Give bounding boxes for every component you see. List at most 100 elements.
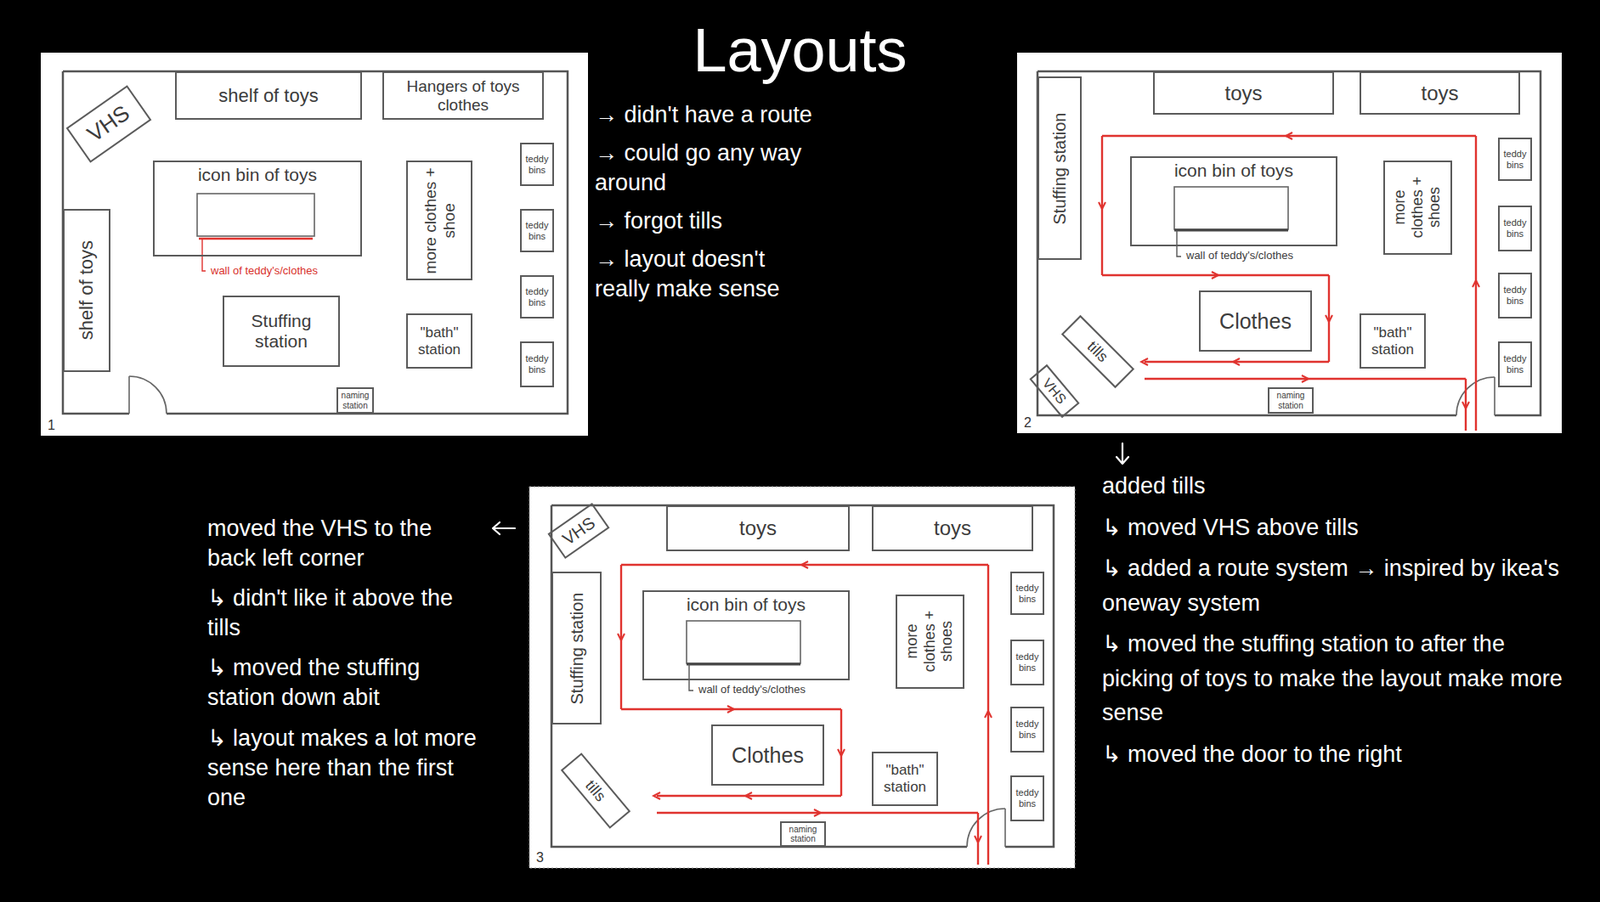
- teddy-bin: teddy bins: [520, 275, 555, 319]
- area-label: Clothes: [731, 743, 804, 769]
- area-label: naming station: [339, 390, 373, 411]
- icon-bin: icon bin of toys: [1130, 156, 1338, 247]
- page-title: Layouts: [692, 15, 907, 86]
- label-anchor: wall of teddy's/clothes: [1184, 249, 1295, 263]
- area-label: shelf of toys: [75, 212, 97, 369]
- area-label: teddy bins: [522, 353, 553, 375]
- clothes-hangers: Hangers of toys clothes: [382, 71, 544, 120]
- vhs-stand: VHS: [547, 503, 610, 560]
- route-line: [987, 565, 990, 866]
- selection-frame: [529, 486, 1075, 869]
- route-line: [621, 564, 989, 566]
- clothes-rack: more clothes + shoe: [406, 160, 473, 281]
- teddy-bin: teddy bins: [520, 209, 555, 253]
- area-label: tills: [1083, 337, 1112, 366]
- label-anchor: wall of teddy's/clothes: [696, 684, 808, 697]
- area-label: VHS: [1039, 375, 1070, 408]
- teddy-bin: teddy bins: [520, 142, 555, 187]
- area-label: teddy bins: [1500, 217, 1531, 239]
- handwritten-note: moved the VHS to the back left corner: [207, 514, 481, 574]
- area-label: shelf of toys: [218, 84, 318, 107]
- handwritten-note: ↳ added a route system → inspired by ike…: [1102, 551, 1578, 621]
- area-label: tills: [582, 776, 611, 805]
- teddy-bin: teddy bins: [1498, 137, 1533, 181]
- area-label: Stuffing station: [1050, 79, 1070, 257]
- route-line: [621, 708, 842, 711]
- area-label: more clothes + shoes: [903, 598, 956, 686]
- route-line: [1102, 274, 1329, 277]
- route-line: [1102, 135, 1476, 137]
- teddy-bin: teddy bins: [1010, 571, 1045, 616]
- route-line: [656, 795, 842, 798]
- tills: tills: [1061, 315, 1135, 389]
- area-label: teddy bins: [1012, 787, 1043, 809]
- handwritten-note: → didn't have a route: [594, 100, 818, 131]
- handwritten-note: ↳ didn't like it above the tills: [207, 583, 481, 644]
- toy-shelf: toys: [666, 505, 850, 552]
- bath-station: "bath" station: [871, 751, 939, 807]
- toy-shelf: toys: [1359, 71, 1521, 115]
- handwritten-note: → forgot tills: [594, 206, 818, 237]
- stuffing-station: Stuffing station: [1037, 76, 1082, 261]
- area-label: more clothes + shoes: [1390, 163, 1444, 252]
- door-leaf: [1004, 808, 1007, 848]
- area-label: toys: [739, 516, 777, 541]
- area-label: icon bin of toys: [197, 164, 317, 186]
- toy-shelf: shelf of toys: [175, 71, 362, 120]
- icon-bin: icon bin of toys: [642, 590, 850, 681]
- teddy-wall-line: [198, 237, 313, 241]
- toy-shelf: toys: [871, 505, 1034, 552]
- teddy-wall-line: [686, 663, 801, 667]
- panel-number: 1: [47, 418, 56, 434]
- handwritten-note: ↳ layout makes a lot more sense here tha…: [207, 723, 481, 814]
- route-line: [1144, 361, 1329, 363]
- area-label: "bath" station: [1362, 324, 1423, 358]
- notes-column: → didn't have a route → could go any way …: [594, 100, 818, 314]
- icon-bin: icon bin of toys: [152, 160, 362, 257]
- area-label: "bath" station: [409, 324, 470, 358]
- handwritten-note: ↳ moved VHS above tills: [1102, 510, 1578, 546]
- callout-label: wall of teddy's/clothes: [209, 265, 320, 278]
- area-label: toys: [1224, 81, 1262, 106]
- route-line: [1464, 378, 1467, 431]
- area-label: VHS: [83, 100, 136, 147]
- area-label: teddy bins: [522, 220, 553, 242]
- clothes-rack: more clothes + shoes: [895, 594, 965, 690]
- area-label: Stuffing station: [566, 575, 587, 722]
- tills: tills: [560, 752, 631, 830]
- label-anchor: wall of teddy's/clothes: [209, 265, 320, 278]
- area-label: teddy bins: [522, 153, 553, 176]
- area-label: toys: [1420, 81, 1459, 106]
- route-line: [977, 813, 979, 866]
- route-line: [840, 709, 843, 797]
- teddy-bin: teddy bins: [1010, 775, 1045, 822]
- door-leaf: [1493, 377, 1496, 416]
- callout-label: wall of teddy's/clothes: [696, 684, 808, 697]
- area-label: Hangers of toys clothes: [385, 77, 541, 115]
- callout-label: wall of teddy's/clothes: [1184, 249, 1295, 263]
- panel-number: 2: [1023, 415, 1032, 431]
- route-line: [1101, 135, 1103, 276]
- area-label: VHS: [559, 513, 600, 549]
- area-label: icon bin of toys: [686, 594, 806, 616]
- teddy-bin: teddy bins: [1010, 639, 1045, 686]
- area-label: Clothes: [1219, 309, 1292, 334]
- handwritten-note: ↳ moved the door to the right: [1102, 737, 1578, 773]
- door-leaf: [128, 376, 131, 414]
- area-label: teddy bins: [1012, 651, 1043, 673]
- area-label: teddy bins: [1500, 148, 1531, 170]
- handwritten-note: → could go any way around: [594, 138, 818, 198]
- clothes-rack: Clothes: [711, 724, 825, 786]
- area-label: teddy bins: [1500, 353, 1531, 375]
- area-label: teddy bins: [1012, 582, 1043, 605]
- teddy-bin: teddy bins: [520, 341, 555, 388]
- bath-station: "bath" station: [1359, 313, 1426, 369]
- route-line: [1144, 378, 1466, 380]
- handwritten-note: added tills: [1102, 469, 1578, 504]
- teddy-bin: teddy bins: [1010, 706, 1045, 753]
- teddy-wall-line: [1174, 229, 1289, 232]
- note-arrow: [492, 522, 515, 535]
- area-label: more clothes + shoe: [420, 163, 458, 278]
- area-label: Stuffing station: [226, 310, 337, 352]
- toy-shelf: shelf of toys: [62, 209, 111, 373]
